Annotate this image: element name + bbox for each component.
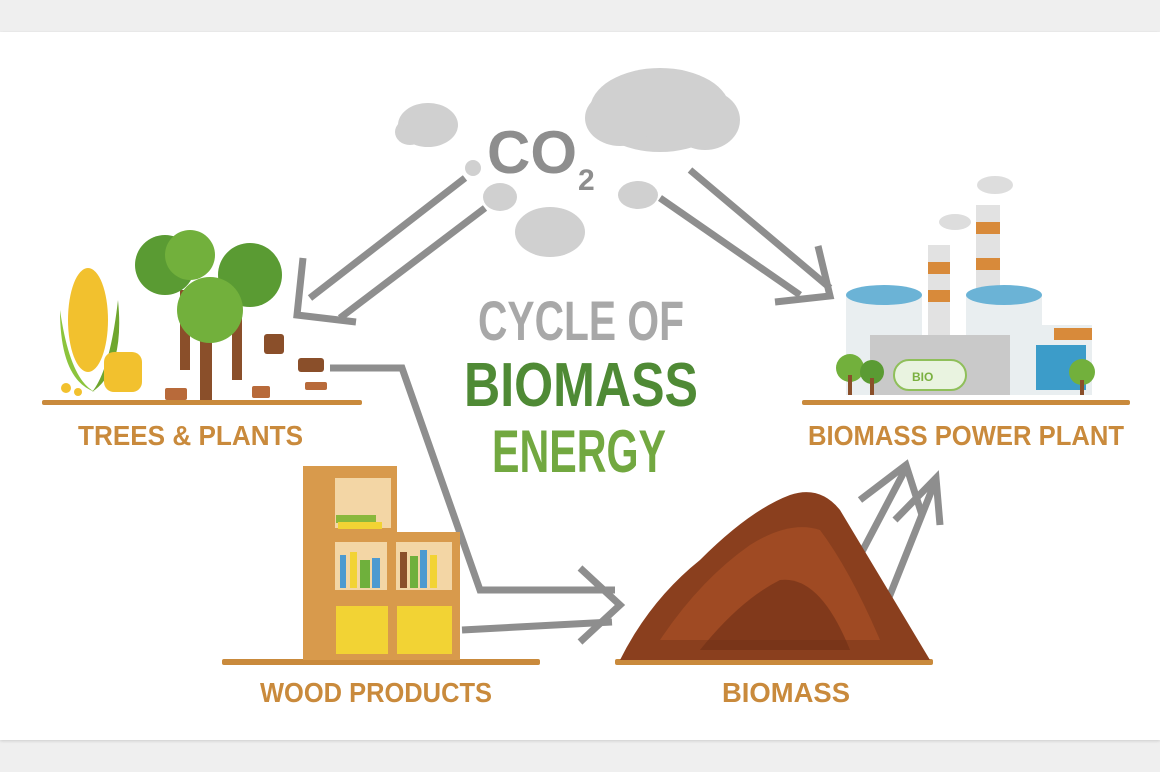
co2-label: CO [487, 119, 577, 186]
biomass-pile-illustration [615, 492, 933, 665]
title-line-3: ENERGY [492, 418, 666, 485]
title-line-2: BIOMASS [464, 351, 698, 420]
cloud-icon [395, 68, 740, 257]
arrow-co2-to-power-plant [658, 167, 835, 306]
trees-and-plants-label: TREES & PLANTS [78, 420, 303, 451]
power-plant-label: BIOMASS POWER PLANT [808, 420, 1124, 451]
wood-products-label: WOOD PRODUCTS [260, 677, 492, 708]
trees-and-plants-illustration [42, 230, 362, 405]
arrow-co2-to-trees [293, 175, 488, 326]
arrow-trees-to-biomass [330, 364, 626, 645]
power-plant-illustration: BIO [802, 176, 1130, 405]
title-line-1: CYCLE OF [478, 289, 684, 352]
arrow-wood-to-biomass [461, 618, 613, 634]
co2-subscript: 2 [578, 164, 595, 197]
bio-tank-label: BIO [912, 370, 933, 384]
bookshelf-illustration [222, 466, 540, 665]
biomass-label: BIOMASS [722, 677, 850, 708]
